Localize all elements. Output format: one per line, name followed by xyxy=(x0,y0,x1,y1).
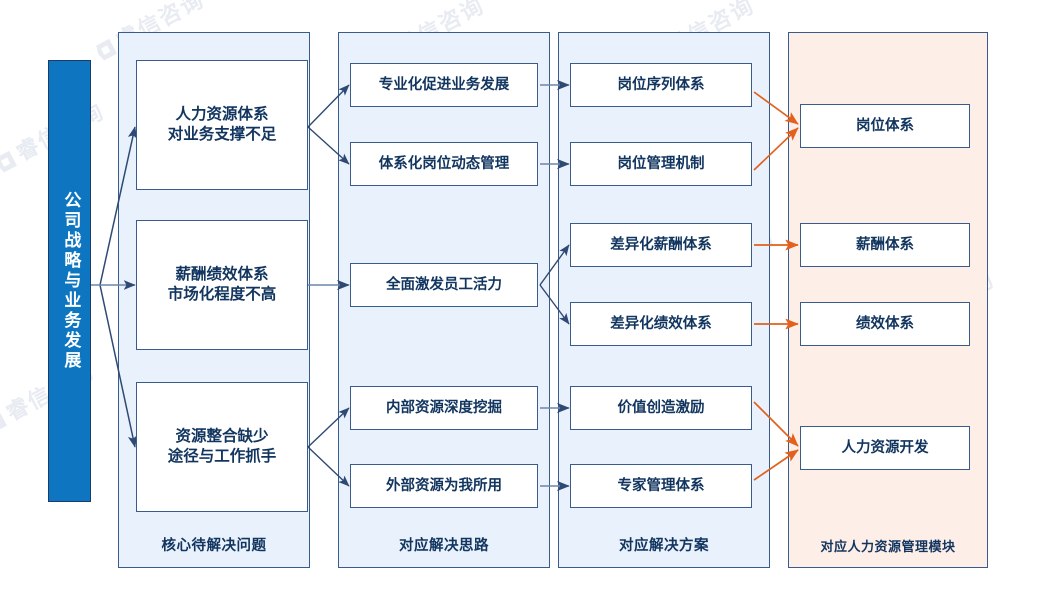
panel-footer-solution-ideas: 对应解决思路 xyxy=(399,538,489,554)
node-solution-3[interactable]: 差异化薪酬体系 xyxy=(570,223,752,267)
node-problem-1-line1: 人力资源体系 xyxy=(175,105,269,124)
node-idea-1[interactable]: 专业化促进业务发展 xyxy=(350,63,538,107)
node-problem-2-line2: 市场化程度不高 xyxy=(167,285,277,303)
node-problem-3-line2: 途径与工作抓手 xyxy=(167,447,277,465)
node-module-2[interactable]: 薪酬体系 xyxy=(800,223,970,267)
node-solution-1[interactable]: 岗位序列体系 xyxy=(570,63,752,107)
node-solution-4[interactable]: 差异化绩效体系 xyxy=(570,302,752,346)
node-solution-2[interactable]: 岗位管理机制 xyxy=(570,142,752,186)
strategy-bar-label: 公司战略与业务发展 xyxy=(60,191,81,371)
node-problem-2-line1: 薪酬绩效体系 xyxy=(175,265,269,284)
node-idea-2[interactable]: 体系化岗位动态管理 xyxy=(350,142,538,186)
node-problem-3-line1: 资源整合缺少 xyxy=(175,427,269,446)
node-module-4[interactable]: 人力资源开发 xyxy=(800,426,970,470)
node-module-3[interactable]: 绩效体系 xyxy=(800,302,970,346)
node-idea-3[interactable]: 全面激发员工活力 xyxy=(350,263,538,307)
panel-footer-solution-plans: 对应解决方案 xyxy=(619,538,709,554)
node-problem-1-line2: 对业务支撑不足 xyxy=(167,125,277,143)
node-problem-3[interactable]: 资源整合缺少 途径与工作抓手 xyxy=(136,382,308,512)
node-problem-1[interactable]: 人力资源体系 对业务支撑不足 xyxy=(136,60,308,190)
node-module-1[interactable]: 岗位体系 xyxy=(800,104,970,148)
node-solution-6[interactable]: 专家管理体系 xyxy=(570,464,752,508)
node-idea-4[interactable]: 内部资源深度挖掘 xyxy=(350,386,538,430)
panel-footer-core-problems: 核心待解决问题 xyxy=(161,538,267,554)
panel-footer-hr-modules: 对应人力资源管理模块 xyxy=(820,540,956,555)
strategy-bar: 公司战略与业务发展 xyxy=(48,60,91,502)
node-solution-5[interactable]: 价值创造激励 xyxy=(570,386,752,430)
node-idea-5[interactable]: 外部资源为我所用 xyxy=(350,464,538,508)
node-problem-2[interactable]: 薪酬绩效体系 市场化程度不高 xyxy=(136,220,308,350)
